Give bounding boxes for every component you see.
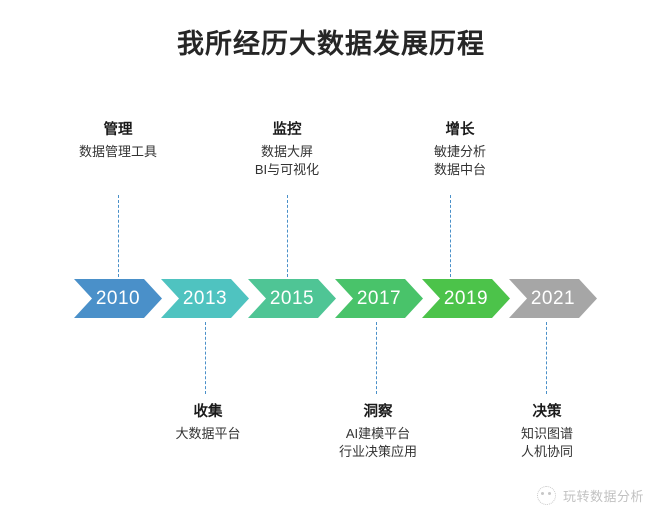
- callout-manage-line-1: 数据管理工具: [78, 144, 157, 159]
- chevron-arrows-icon: [74, 279, 597, 318]
- footer-watermark: 玩转数据分析: [536, 486, 644, 505]
- connector-decision: [546, 322, 547, 394]
- callout-monitor-head: 监控: [272, 122, 302, 138]
- callout-decision-line-2: 人机协同: [520, 443, 573, 459]
- callout-growth-line-2: 数据中台: [433, 161, 486, 177]
- chevron-segment-2015[interactable]: [248, 279, 336, 318]
- callout-insight-line-1: AI建模平台: [345, 426, 411, 441]
- connector-collect: [205, 322, 206, 394]
- chevron-segment-2019[interactable]: [422, 279, 510, 318]
- callout-collect-head: 收集: [193, 404, 223, 420]
- connector-growth: [450, 195, 451, 277]
- callout-manage: 管理 数据管理工具: [38, 120, 198, 161]
- chevron-segment-2021[interactable]: [509, 279, 597, 318]
- callout-insight: 洞察 AI建模平台 行业决策应用: [294, 402, 462, 461]
- callout-insight-line-2: 行业决策应用: [338, 443, 417, 459]
- callout-growth: 增长 敏捷分析 数据中台: [385, 120, 535, 179]
- callout-monitor-line-2: BI与可视化: [254, 161, 320, 177]
- callout-monitor-line-1: 数据大屏: [260, 144, 313, 159]
- circle-logo-icon: [536, 486, 556, 505]
- callout-manage-head: 管理: [103, 122, 133, 138]
- watermark-text: 玩转数据分析: [562, 489, 644, 504]
- chevron-segment-2010[interactable]: [74, 279, 162, 318]
- callout-collect: 收集 大数据平台: [128, 402, 288, 443]
- callout-growth-head: 增长: [445, 122, 475, 138]
- chevron-segment-2013[interactable]: [161, 279, 249, 318]
- callout-decision-line-1: 知识图谱: [520, 426, 573, 441]
- callout-monitor: 监控 数据大屏 BI与可视化: [212, 120, 362, 179]
- callout-decision-head: 决策: [532, 404, 562, 420]
- connector-manage: [118, 195, 119, 277]
- connector-insight: [376, 322, 377, 394]
- callout-decision: 决策 知识图谱 人机协同: [467, 402, 627, 461]
- timeline-band: 2010 2013 2015 2017 2019 2021: [74, 279, 598, 318]
- callout-growth-line-1: 敏捷分析: [433, 144, 486, 159]
- callout-insight-head: 洞察: [363, 404, 393, 420]
- connector-monitor: [287, 195, 288, 277]
- page-title: 我所经历大数据发展历程: [177, 29, 485, 59]
- chevron-segment-2017[interactable]: [335, 279, 423, 318]
- callout-collect-line-1: 大数据平台: [175, 426, 241, 441]
